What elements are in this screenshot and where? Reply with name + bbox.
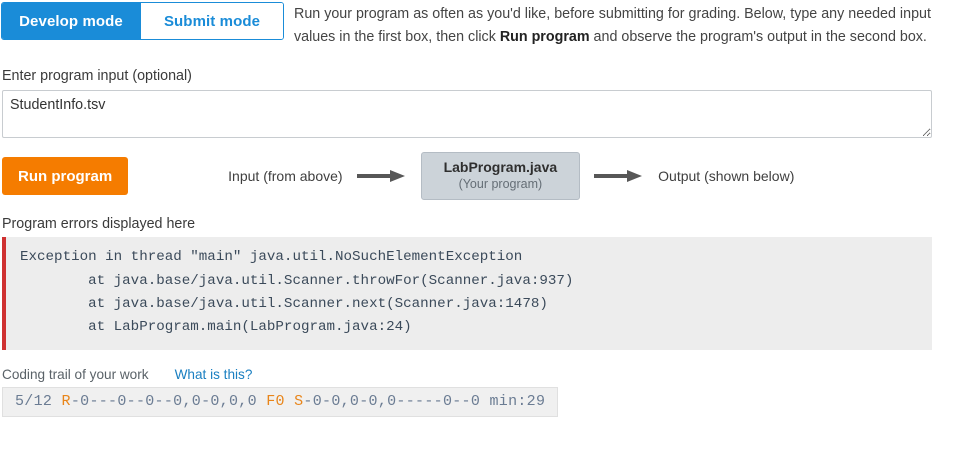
program-errors-output: Exception in thread "main" java.util.NoS… <box>2 237 932 351</box>
error-line: Exception in thread "main" java.util.NoS… <box>20 249 523 266</box>
trail-run-marker: R <box>61 393 71 411</box>
flow-input-label: Input (from above) <box>228 168 343 185</box>
flow-output-label: Output (shown below) <box>658 168 795 185</box>
program-errors-label: Program errors displayed here <box>2 216 196 233</box>
program-input-textarea[interactable] <box>2 90 932 139</box>
program-box-title: LabProgram.java <box>443 159 558 176</box>
trail-fail-marker: F0 <box>266 393 285 411</box>
intro-text-bold: Run program <box>499 29 590 46</box>
program-box: LabProgram.java (Your program) <box>420 152 581 201</box>
arrow-right-icon-2 <box>594 170 643 183</box>
tab-develop-mode[interactable]: Develop mode <box>2 3 140 39</box>
program-box-subtitle: (Your program) <box>458 176 543 191</box>
tab-submit-mode-label: Submit mode <box>163 12 261 30</box>
tab-develop-mode-label: Develop mode <box>19 12 123 30</box>
trail-count: 5/12 <box>15 393 53 411</box>
error-line: at java.base/java.util.Scanner.throwFor(… <box>20 272 574 289</box>
run-row: Run program Input (from above) LabProgra… <box>0 152 954 201</box>
trail-submit-marker: S <box>294 393 304 411</box>
mode-tab-group: Develop mode Submit mode <box>1 2 284 40</box>
coding-trail-label: Coding trail of your work <box>2 367 149 383</box>
intro-instructions: Run your program as often as you'd like,… <box>294 2 954 49</box>
intro-text-part1: Run your program as often as you'd like,… <box>294 6 931 46</box>
error-line: at java.base/java.util.Scanner.next(Scan… <box>20 295 548 312</box>
tab-submit-mode[interactable]: Submit mode <box>140 3 283 39</box>
trail-run-sequence: -0---0--0--0,0-0,0,0 <box>70 393 257 411</box>
flow-diagram: Input (from above) LabProgram.java (Your… <box>228 152 795 201</box>
coding-trail-box: 5/12 R-0---0--0--0,0-0,0,0 F0 S-0-0,0-0,… <box>2 387 559 418</box>
top-row: Develop mode Submit mode Run your progra… <box>0 0 954 49</box>
intro-text-part2: and observe the program's output in the … <box>589 29 927 46</box>
coding-trail-header: Coding trail of your work What is this? <box>2 367 954 382</box>
run-program-button[interactable]: Run program <box>2 157 129 196</box>
arrow-right-icon <box>356 170 405 183</box>
trail-submit-sequence: -0-0,0-0,0-----0--0 <box>303 393 481 411</box>
error-line: at LabProgram.main(LabProgram.java:24) <box>20 319 412 336</box>
what-is-this-link[interactable]: What is this? <box>174 367 253 383</box>
trail-minutes: min:29 <box>489 393 546 411</box>
program-input-label: Enter program input (optional) <box>2 68 192 85</box>
